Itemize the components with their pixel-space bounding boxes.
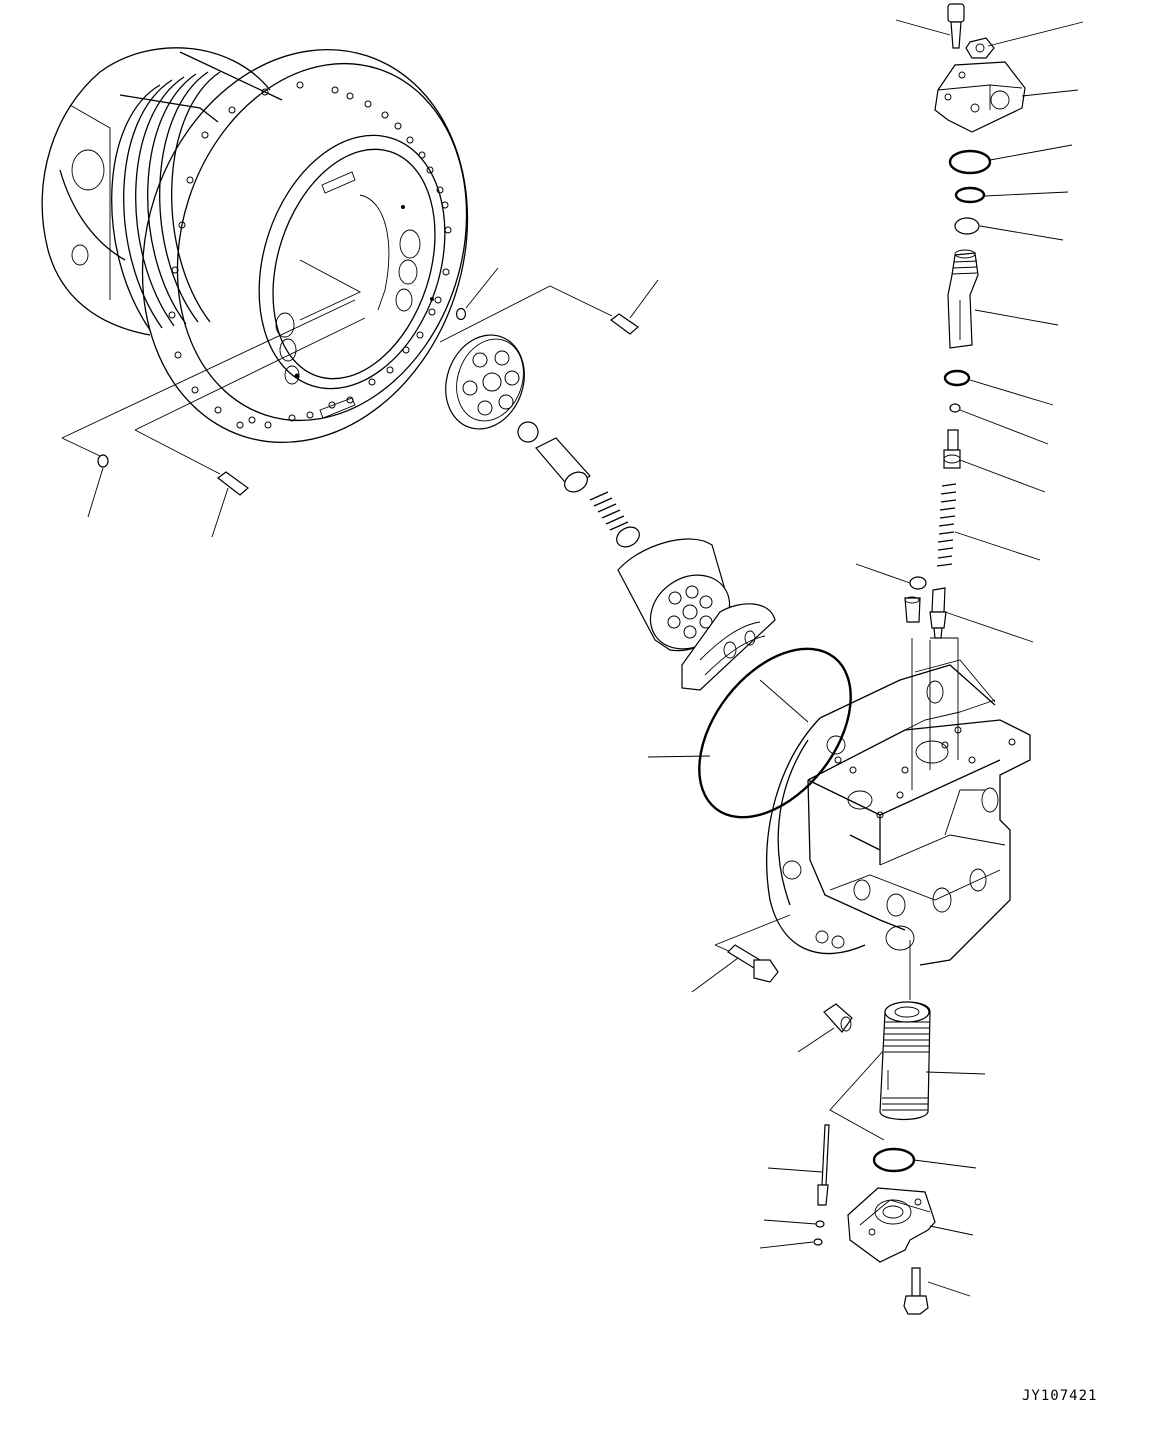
cover-bottom: [848, 1188, 935, 1262]
small-ball: [950, 404, 960, 412]
final-drive-housing: [42, 7, 517, 485]
swash-plate: [682, 604, 775, 690]
o-ring-large: [669, 620, 882, 845]
spring-washer: [613, 523, 643, 551]
nut-top: [966, 38, 994, 58]
bolt-side: [728, 945, 778, 982]
spool: [948, 250, 978, 348]
motor-case: [767, 660, 1030, 965]
bolt-bottom: [904, 1268, 928, 1314]
drawing-code: JY107421: [1022, 1388, 1098, 1404]
housing-bracket-lines: [62, 286, 612, 474]
o-ring-3: [945, 371, 969, 385]
small-ring: [814, 1239, 822, 1245]
sleeve: [880, 1002, 930, 1120]
check-valve: [944, 430, 960, 468]
valve-plate: [433, 324, 537, 440]
relief-plug: [930, 588, 946, 638]
o-ring-1: [950, 151, 990, 173]
cover-top: [935, 62, 1025, 132]
center-ball: [518, 422, 591, 496]
dowel-pin-parts: [98, 309, 638, 496]
backup-ring: [955, 218, 979, 234]
o-ring-2: [956, 188, 984, 202]
pin-long: [818, 1125, 829, 1205]
orifice-plug: [905, 597, 920, 622]
small-seal: [816, 1221, 824, 1227]
plug-side: [824, 1004, 852, 1032]
bolt-top: [948, 4, 964, 48]
o-ring-4: [874, 1149, 914, 1171]
reference-leader-lines: [88, 20, 1083, 1296]
small-spring: [937, 484, 956, 566]
spring: [590, 492, 628, 530]
check-ball: [910, 577, 926, 589]
